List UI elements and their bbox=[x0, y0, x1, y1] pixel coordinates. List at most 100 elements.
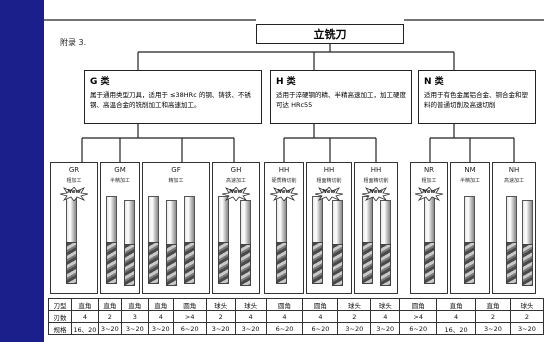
spec-cell: 3~20 bbox=[97, 322, 122, 335]
end-mill-flutes bbox=[506, 242, 517, 284]
new-badge: New bbox=[59, 186, 89, 202]
tool-panel-hh-2 bbox=[306, 162, 352, 294]
tool-panel-nr bbox=[410, 162, 448, 294]
new-badge: New bbox=[414, 186, 444, 202]
new-badge: New bbox=[314, 186, 344, 202]
tool-subtitle-5: 粗面精切削 bbox=[316, 178, 342, 184]
tool-code-3: GH bbox=[230, 166, 242, 174]
tool-code-6: HH bbox=[370, 166, 382, 174]
new-badge-label: New bbox=[369, 189, 383, 195]
category-g-desc: 属于通用类型刀具，适用于 ≤38HRc 的钢、铸铁、不锈钢、高温合金的铣削加工和… bbox=[90, 91, 251, 109]
new-badge: New bbox=[361, 186, 391, 202]
spec-cell: 3~20 bbox=[147, 322, 174, 335]
tool-panel-nh bbox=[492, 162, 536, 294]
tool-subtitle-2: 精加工 bbox=[168, 178, 184, 184]
spec-cell: 3~20 bbox=[370, 322, 401, 335]
tool-panel-gm bbox=[100, 162, 140, 294]
category-g-title: G 类 bbox=[90, 77, 110, 87]
spec-cell: 球头 bbox=[205, 298, 236, 311]
category-n-desc: 适用于有色金属铝合金、铜合金和塑料的普通切削及高速切削 bbox=[424, 91, 528, 109]
end-mill-flutes bbox=[362, 242, 373, 284]
spec-cell: 圆角 bbox=[399, 298, 438, 311]
spec-cell: >4 bbox=[399, 310, 438, 323]
new-badge: New bbox=[269, 186, 299, 202]
new-badge-label: New bbox=[277, 189, 291, 195]
spec-cell: 16、20 bbox=[436, 322, 477, 335]
new-badge: New bbox=[221, 186, 251, 202]
tool-code-5: HH bbox=[323, 166, 335, 174]
spec-cell: 3~20 bbox=[234, 322, 267, 335]
tool-subtitle-4: 硬质精切削 bbox=[271, 178, 297, 184]
tool-subtitle-3: 高速加工 bbox=[225, 178, 246, 184]
tool-code-9: NH bbox=[508, 166, 520, 174]
end-mill-flutes bbox=[240, 244, 251, 286]
spec-cell: 2 bbox=[509, 310, 544, 323]
spec-cell: >4 bbox=[172, 310, 207, 323]
spec-cell: 3~20 bbox=[205, 322, 236, 335]
spec-cell: 直角 bbox=[475, 298, 511, 311]
tool-subtitle-8: 半精加工 bbox=[459, 178, 480, 184]
spec-cell: 3 bbox=[120, 310, 149, 323]
end-mill-flutes bbox=[218, 242, 229, 284]
spec-cell: 6~20 bbox=[172, 322, 207, 335]
spec-cell: 圆角 bbox=[172, 298, 207, 311]
spec-cell: 球头 bbox=[234, 298, 267, 311]
end-mill-flutes bbox=[148, 242, 159, 284]
spec-cell: 2 bbox=[475, 310, 511, 323]
spec-cell: 直角 bbox=[147, 298, 174, 311]
tool-code-2: GF bbox=[171, 166, 181, 174]
category-h-box: H 类 适用于淬硬钢的精、半精高速加工，加工硬度可达 HRc55 bbox=[270, 70, 412, 124]
tool-code-7: NR bbox=[423, 166, 435, 174]
spec-cell: 球头 bbox=[509, 298, 544, 311]
root-node-end-mill: 立铣刀 bbox=[256, 24, 404, 44]
spec-cell: 球头 bbox=[370, 298, 401, 311]
tool-panel-gr bbox=[50, 162, 98, 294]
spec-cell: 直角 bbox=[120, 298, 149, 311]
end-mill-flutes bbox=[380, 244, 391, 286]
new-badge-label: New bbox=[422, 189, 436, 195]
end-mill-flutes bbox=[66, 242, 77, 284]
tool-subtitle-9: 高速加工 bbox=[503, 178, 524, 184]
spec-cell: 圆角 bbox=[302, 298, 339, 311]
end-mill-flutes bbox=[464, 242, 475, 284]
spec-row: 刀型直角直角直角直角圆角球头球头圆角圆角球头球头圆角直角直角球头 bbox=[48, 298, 544, 311]
tool-subtitle-1: 半精加工 bbox=[109, 178, 130, 184]
spec-cell: 3~20 bbox=[120, 322, 149, 335]
tool-code-1: GM bbox=[114, 166, 126, 174]
spec-cell: 16、20 bbox=[70, 322, 99, 335]
spec-cell: 直角 bbox=[436, 298, 477, 311]
category-h-desc: 适用于淬硬钢的精、半精高速加工，加工硬度可达 HRc55 bbox=[276, 91, 406, 109]
end-mill-flutes bbox=[184, 242, 195, 284]
end-mill-flutes bbox=[332, 244, 343, 286]
spec-cell: 直角 bbox=[97, 298, 122, 311]
tree-connectors bbox=[44, 19, 544, 162]
spec-cell: 6~20 bbox=[265, 322, 304, 335]
new-badge-label: New bbox=[67, 189, 81, 195]
spec-cell: 3~20 bbox=[509, 322, 544, 335]
tool-subtitle-7: 粗加工 bbox=[421, 178, 437, 184]
spec-cell: 圆角 bbox=[265, 298, 304, 311]
spec-cell: 6~20 bbox=[302, 322, 339, 335]
spec-cell: 4 bbox=[147, 310, 174, 323]
appendix-label: 附录 3. bbox=[60, 38, 87, 47]
tool-panel-hh-3 bbox=[354, 162, 398, 294]
spec-cell: 6~20 bbox=[399, 322, 438, 335]
end-mill-flutes bbox=[166, 244, 177, 286]
spec-cell: 3~20 bbox=[337, 322, 372, 335]
tool-subtitle-0: 粗加工 bbox=[66, 178, 82, 184]
tool-panel-nm bbox=[450, 162, 490, 294]
spec-cell: 球头 bbox=[337, 298, 372, 311]
spec-cell: 2 bbox=[97, 310, 122, 323]
end-mill-flutes bbox=[312, 242, 323, 284]
spec-cell: 2 bbox=[337, 310, 372, 323]
end-mill-flutes bbox=[276, 242, 287, 284]
spec-row-label: 刃数 bbox=[48, 310, 72, 323]
spec-cell: 4 bbox=[436, 310, 477, 323]
end-mill-flutes bbox=[106, 242, 117, 284]
category-g-box: G 类 属于通用类型刀具，适用于 ≤38HRc 的钢、铸铁、不锈钢、高温合金的铣… bbox=[84, 70, 262, 124]
page: 附录 3. 立铣刀 G 类 属于通用类型刀具，适用于 ≤38HRc 的钢、铸铁、… bbox=[44, 0, 544, 342]
spec-cell: 4 bbox=[370, 310, 401, 323]
spec-cell: 4 bbox=[70, 310, 99, 323]
